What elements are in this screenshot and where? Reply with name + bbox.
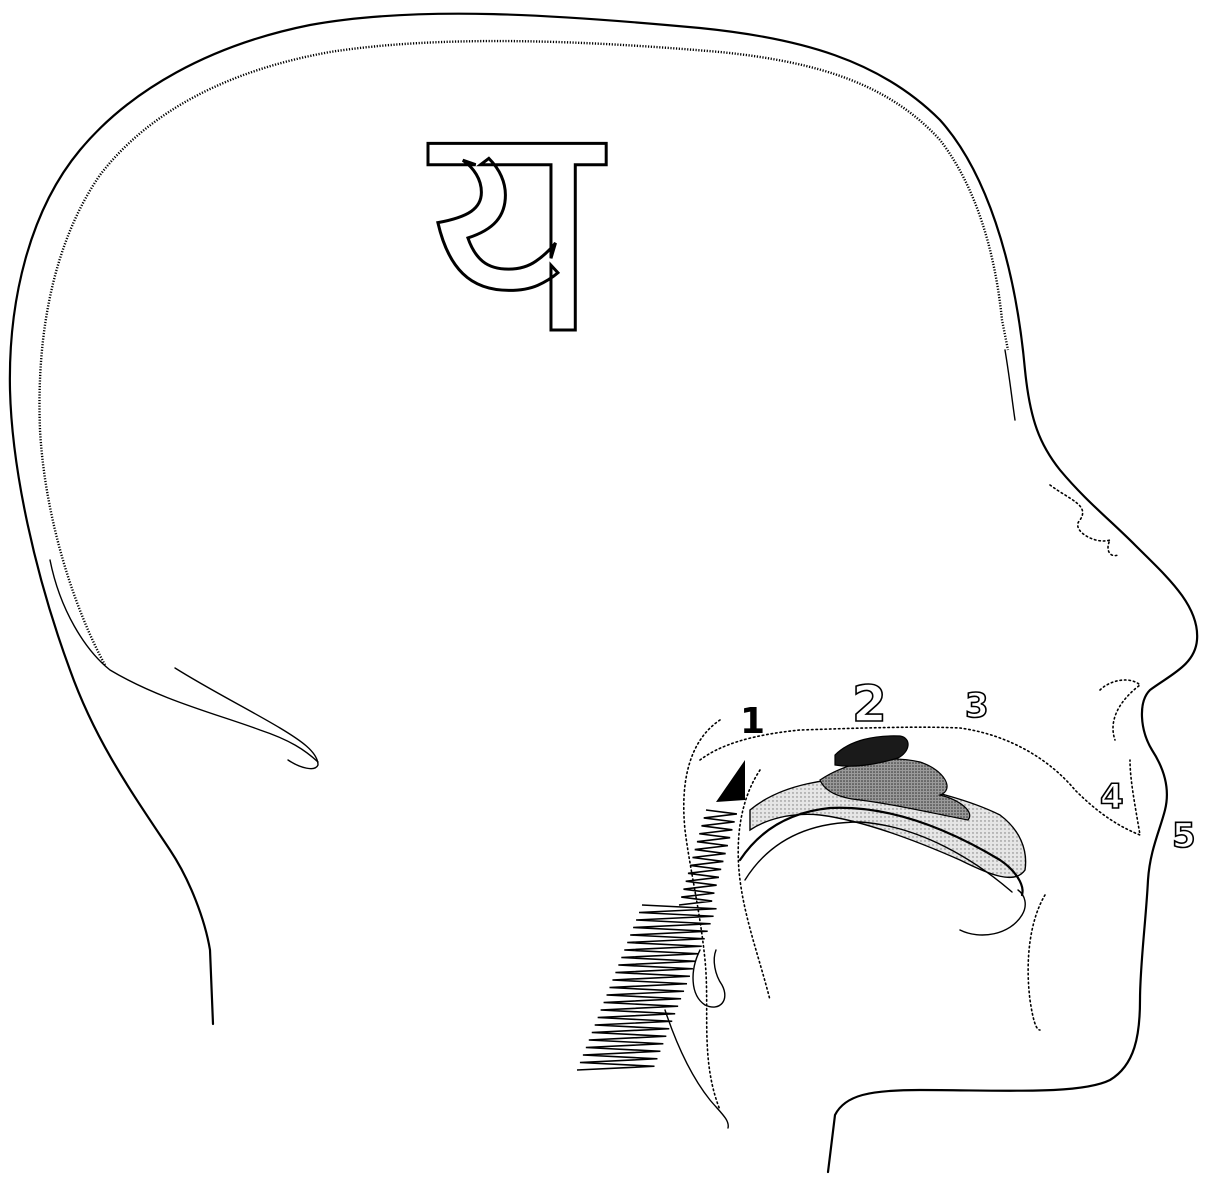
forehead-segment <box>1005 350 1015 420</box>
label-4: 4 <box>1100 777 1124 817</box>
zigzag-band <box>679 810 737 905</box>
label-1: 1 <box>740 701 765 742</box>
label-5: 5 <box>1172 816 1196 856</box>
skull-inner-edge <box>50 560 318 762</box>
jaw-inner-outline <box>1028 895 1045 1030</box>
zigzag-band <box>577 905 717 1070</box>
label-3: 3 <box>965 686 989 726</box>
lip-upper-outline <box>1100 680 1140 740</box>
epiglottis <box>693 950 725 1007</box>
label-2: 2 <box>852 675 887 733</box>
head-outline <box>10 14 1197 1172</box>
skull-base-fragment <box>175 668 318 769</box>
devanagari-glyph: य <box>428 52 611 401</box>
lower-teeth <box>960 890 1025 935</box>
vibration-zigzag <box>577 810 737 1070</box>
airflow-arrow <box>716 760 745 802</box>
throat-wall <box>665 1010 728 1128</box>
